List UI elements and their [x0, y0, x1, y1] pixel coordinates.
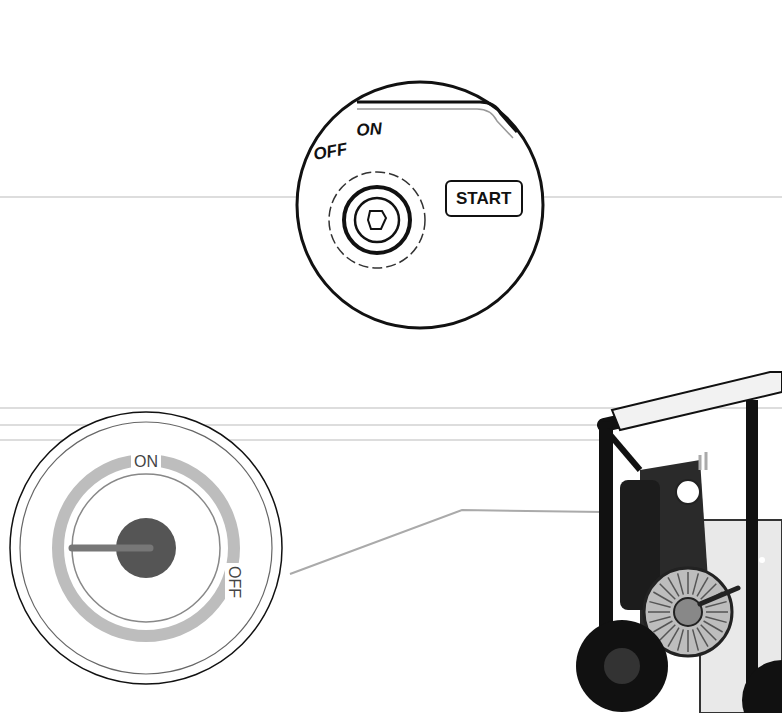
- fuel-valve-magnifier: ON OFF: [8, 410, 284, 686]
- leader-line: [290, 510, 604, 574]
- switch-position-label: ON: [131, 453, 161, 471]
- switch-position-label: OFF: [225, 563, 243, 601]
- switch-position-label: ON: [356, 120, 383, 139]
- magnifier-outline: [8, 410, 284, 686]
- generator: [576, 372, 782, 713]
- start-button: START: [445, 180, 523, 217]
- switch-magnifier: STARTOFFON: [295, 80, 545, 330]
- button-label: START: [456, 190, 511, 207]
